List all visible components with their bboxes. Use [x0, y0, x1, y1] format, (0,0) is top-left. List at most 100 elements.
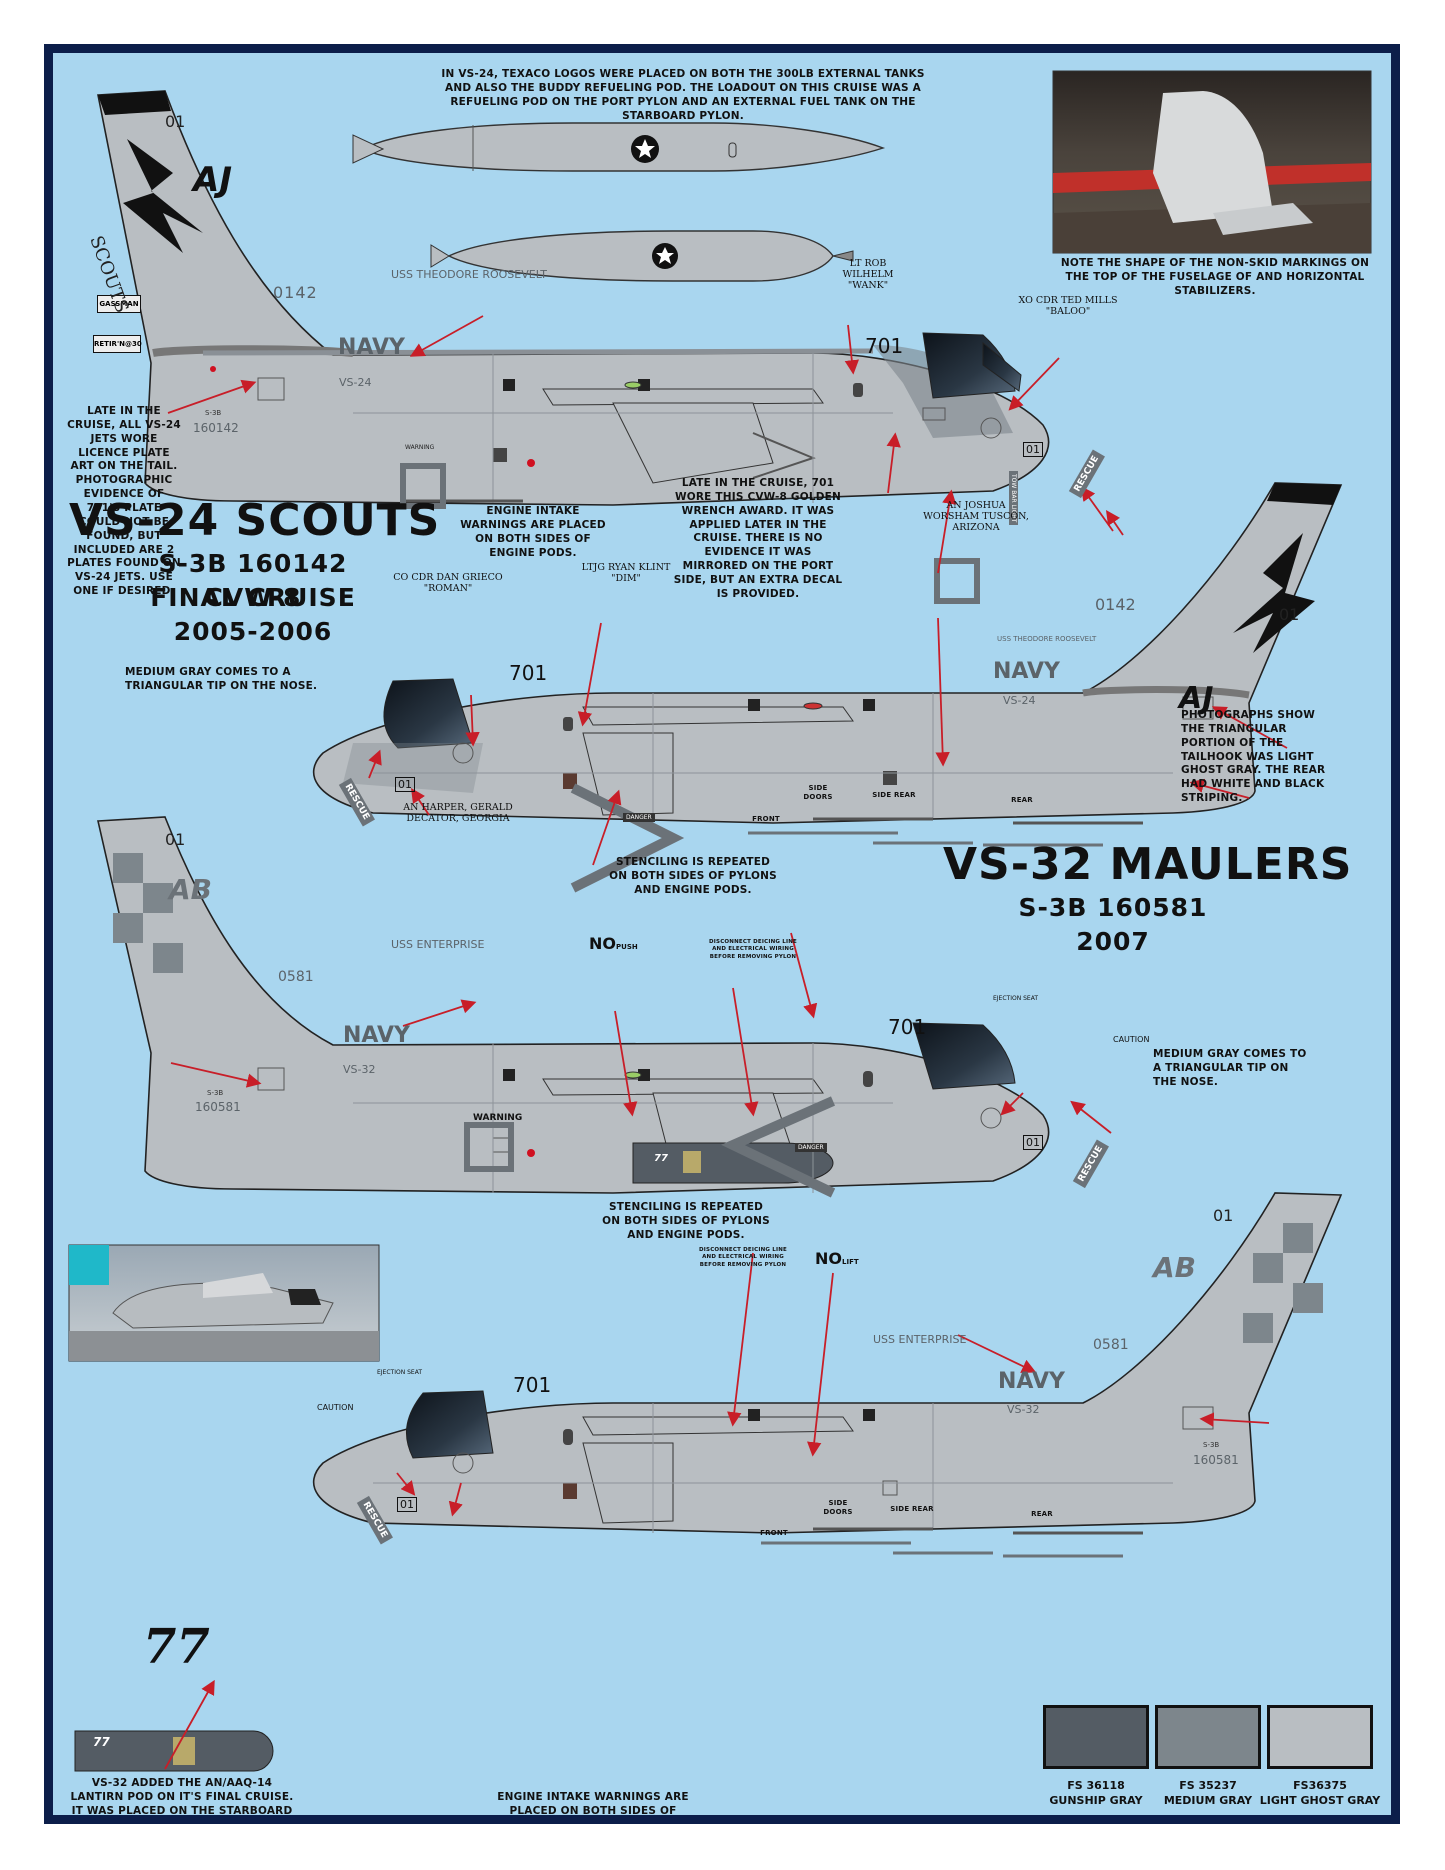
note-tip-2: MEDIUM GRAY COMES TO A TRIANGULAR TIP ON…	[1153, 1048, 1307, 1088]
swatch-gunship-gray	[1043, 1705, 1149, 1769]
vs32-title: VS-32 MAULERS	[943, 839, 1353, 890]
vs32-side-modex: 01	[1023, 1135, 1043, 1150]
label-front-1: FRONT	[752, 815, 780, 823]
vs32-tail-number: 0581	[278, 969, 314, 985]
vs24-port-navy: NAVY	[993, 659, 1060, 684]
vs32-bureau: 160581	[195, 1100, 241, 1114]
warning-label-1: WARNING	[405, 444, 435, 451]
swatch-medium-gray	[1155, 1705, 1261, 1769]
vs32-squadron: VS-32	[343, 1063, 376, 1076]
vs24-subtitle-2: FINAL CRUISE	[150, 583, 356, 612]
lantirn-pod	[74, 1730, 274, 1772]
external-fuel-tank	[352, 122, 886, 172]
warning-label-3: WARNING	[473, 1113, 523, 1123]
name-harper: AN HARPER, GERALD DECATOR, GEORGIA	[403, 802, 513, 824]
vs32-tail-code: AB	[169, 873, 213, 906]
vs24-port-profile	[312, 482, 1343, 825]
name-wilhelm: LT ROB WILHELM "WANK"	[842, 258, 894, 291]
vs24-title: VS-24 SCOUTS	[69, 495, 441, 546]
warning-box-1	[400, 463, 446, 509]
note-tailhook: PHOTOGRAPHS SHOW THE TRIANGULAR PORTION …	[1181, 709, 1326, 805]
vs32-modex: 701	[888, 1015, 927, 1039]
vs24-bureau-prefix: S-3B	[205, 409, 222, 417]
name-klint: LTJG RYAN KLINT "DIM"	[581, 562, 671, 584]
label-side-doors-1: SIDE DOORS	[803, 784, 833, 802]
label-side-rear-1: SIDE REAR	[872, 791, 916, 799]
caution-2: CAUTION	[317, 1403, 354, 1412]
license-plate-gassman: GASSMAN	[97, 295, 141, 313]
vs24-subtitle-1: S-3B 160142 CVW-8	[158, 549, 348, 612]
vs24-tail-code: AJ	[193, 160, 232, 200]
vs24-port-ship: USS THEODORE ROOSEVELT	[997, 635, 1097, 643]
vs32-port-bureau-prefix: S-3B	[1203, 1441, 1220, 1449]
warning-box-2	[934, 558, 980, 604]
vs24-port-tail-modex: 01	[1279, 605, 1300, 624]
intake-chevron-1	[570, 783, 685, 893]
vs24-tail-number: 0142	[273, 283, 318, 302]
note-tip-1: MEDIUM GRAY COMES TO A TRIANGULAR TIP ON…	[125, 666, 318, 692]
ejection-seat-1: EJECTION SEAT	[993, 995, 1038, 1002]
disconnect-stencil-2: DISCONNECT DEICING LINE AND ELECTRICAL W…	[699, 1247, 787, 1268]
vs24-port-tail-number: 0142	[1095, 595, 1136, 614]
note-stencil-2: STENCILING IS REPEATED ON BOTH SIDES OF …	[602, 1201, 770, 1241]
vs32-port-tail-code: AB	[1153, 1251, 1197, 1284]
vs24-squadron: VS-24	[339, 376, 372, 389]
swatch-light-ghost-gray	[1267, 1705, 1373, 1769]
name-worsham: AN JOSHUA WORSHAM TUSCON, ARIZONA	[923, 500, 1029, 533]
label-front-2: FRONT	[760, 1529, 788, 1537]
tailhook-strips-1	[748, 831, 1103, 847]
vs32-port-bureau: 160581	[1193, 1453, 1239, 1467]
danger-label-1: DANGER	[623, 813, 655, 822]
vs24-navy: NAVY	[338, 335, 405, 360]
vs32-port-navy: NAVY	[998, 1369, 1065, 1394]
intake-chevron-2	[721, 1096, 836, 1198]
vs24-port-squadron: VS-24	[1003, 694, 1036, 707]
lantirn-number-1: 77	[654, 1153, 668, 1164]
vs24-tail-modex: 01	[165, 112, 186, 131]
vs24-side-modex: 01	[1023, 442, 1043, 457]
vs32-bureau-prefix: S-3B	[207, 1089, 224, 1097]
vs32-port-tail-modex: 01	[1213, 1206, 1234, 1225]
note-intake-32: ENGINE INTAKE WARNINGS ARE PLACED ON BOT…	[497, 1791, 689, 1817]
vs24-subtitle-3: 2005-2006	[173, 617, 333, 646]
name-grieco: CO CDR DAN GRIECO "ROMAN"	[393, 572, 503, 594]
note-wrench: LATE IN THE CRUISE, 701 WORE THIS CVW-8 …	[673, 477, 843, 600]
vs32-tail-modex: 01	[165, 830, 186, 849]
aircraft-artwork	[68, 70, 1372, 1772]
license-plate-retirn: RETIR'N@30	[93, 335, 142, 353]
vs24-port-tail-code: AJ	[1179, 681, 1214, 716]
vs32-subtitle-2: 2007	[1076, 927, 1150, 956]
label-side-rear-2: SIDE REAR	[890, 1505, 934, 1513]
no-push-lift-2: NOLIFT	[815, 1249, 859, 1268]
decal-sheet: IN VS-24, TEXACO LOGOS WERE PLACED ON BO…	[44, 44, 1400, 1824]
callout-arrows	[164, 315, 1288, 1770]
note-stencil-1: STENCILING IS REPEATED ON BOTH SIDES OF …	[609, 856, 777, 896]
vs32-subtitle-1: S-3B 160581	[1018, 893, 1208, 922]
note-texaco: IN VS-24, TEXACO LOGOS WERE PLACED ON BO…	[441, 68, 925, 122]
label-rear-1: REAR	[1011, 796, 1033, 804]
vs32-port-profile	[312, 1192, 1343, 1535]
disconnect-stencil-1: DISCONNECT DEICING LINE AND ELECTRICAL W…	[709, 939, 797, 960]
vs24-starboard-profile	[97, 90, 1050, 506]
vs24-bureau: 160142	[193, 421, 239, 435]
lantirn-number-small: 77	[93, 1735, 110, 1749]
note-intake-24: ENGINE INTAKE WARNINGS ARE PLACED ON BOT…	[460, 505, 606, 559]
vs32-port-ship: USS ENTERPRISE	[873, 1333, 967, 1346]
vs32-navy: NAVY	[343, 1023, 410, 1048]
warning-box-3	[464, 1122, 514, 1172]
lantirn-number-large: 77	[143, 1619, 210, 1675]
label-rear-2: REAR	[1031, 1510, 1053, 1518]
vs32-starboard-profile	[97, 816, 1050, 1194]
note-lantirn: VS-32 ADDED THE AN/AAQ-14 LANTIRN POD ON…	[70, 1777, 294, 1817]
photo-tail-closeup	[1052, 70, 1372, 254]
tailhook-strips-2	[761, 1541, 1123, 1558]
vs32-port-tail-number: 0581	[1093, 1337, 1129, 1353]
label-side-doors-2: SIDE DOORS	[823, 1499, 853, 1517]
vs32-port-side-modex: 01	[397, 1497, 417, 1512]
note-license: LATE IN THE CRUISE, ALL VS-24 JETS WORE …	[67, 405, 181, 598]
danger-label-2: DANGER	[795, 1143, 827, 1152]
vs24-port-side-modex: 01	[395, 777, 415, 792]
